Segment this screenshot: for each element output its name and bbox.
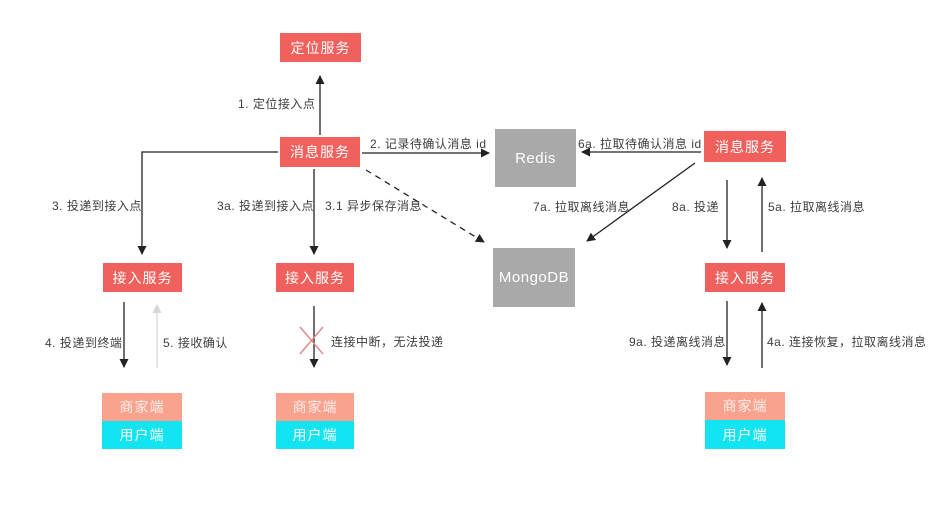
edge-label-disconnect: 连接中断，无法投递 [331,335,444,349]
edge-label-step5: 5. 接收确认 [163,336,228,350]
edge-label-step8a: 8a. 投递 [672,200,720,214]
arrow-step3-1-async-save [365,169,485,243]
node-merchant-client-right: 商家端 [705,392,785,420]
node-location-service: 定位服务 [280,33,361,62]
node-message-service-right: 消息服务 [704,131,786,162]
x-mark-icon [299,326,324,355]
node-redis: Redis [495,129,576,187]
edge-label-step3a: 3a. 投递到接入点 [217,199,315,213]
edge-label-step4: 4. 投递到终端 [45,336,123,350]
node-access-service-left: 接入服务 [103,263,182,292]
node-mongodb: MongoDB [493,248,575,307]
edge-label-step6a: 6a. 拉取待确认消息 id [578,137,702,151]
node-user-client-mid: 用户端 [276,421,354,449]
edge-label-step3-1: 3.1 异步保存消息 [325,199,423,213]
node-merchant-client-left: 商家端 [102,393,182,421]
edge-label-step7a: 7a. 拉取离线消息 [533,200,631,214]
node-access-service-mid: 接入服务 [276,263,354,292]
node-access-service-right: 接入服务 [705,263,785,292]
edge-label-step1: 1. 定位接入点 [238,97,316,111]
edge-label-step4a: 4a. 连接恢复，拉取离线消息 [767,335,927,349]
node-user-client-right: 用户端 [705,420,785,449]
arrow-step3-deliver-access [137,151,278,255]
edge-label-step2: 2. 记录待确认消息 id [370,137,487,151]
node-message-service-left: 消息服务 [280,137,360,167]
edge-label-step5a: 5a. 拉取离线消息 [768,200,866,214]
node-merchant-client-mid: 商家端 [276,393,354,421]
arrow-step7a-pull-offline [586,162,696,242]
edge-label-step9a: 9a. 投递离线消息 [629,335,727,349]
node-user-client-left: 用户端 [102,421,182,449]
edge-label-step3: 3. 投递到接入点 [52,199,142,213]
